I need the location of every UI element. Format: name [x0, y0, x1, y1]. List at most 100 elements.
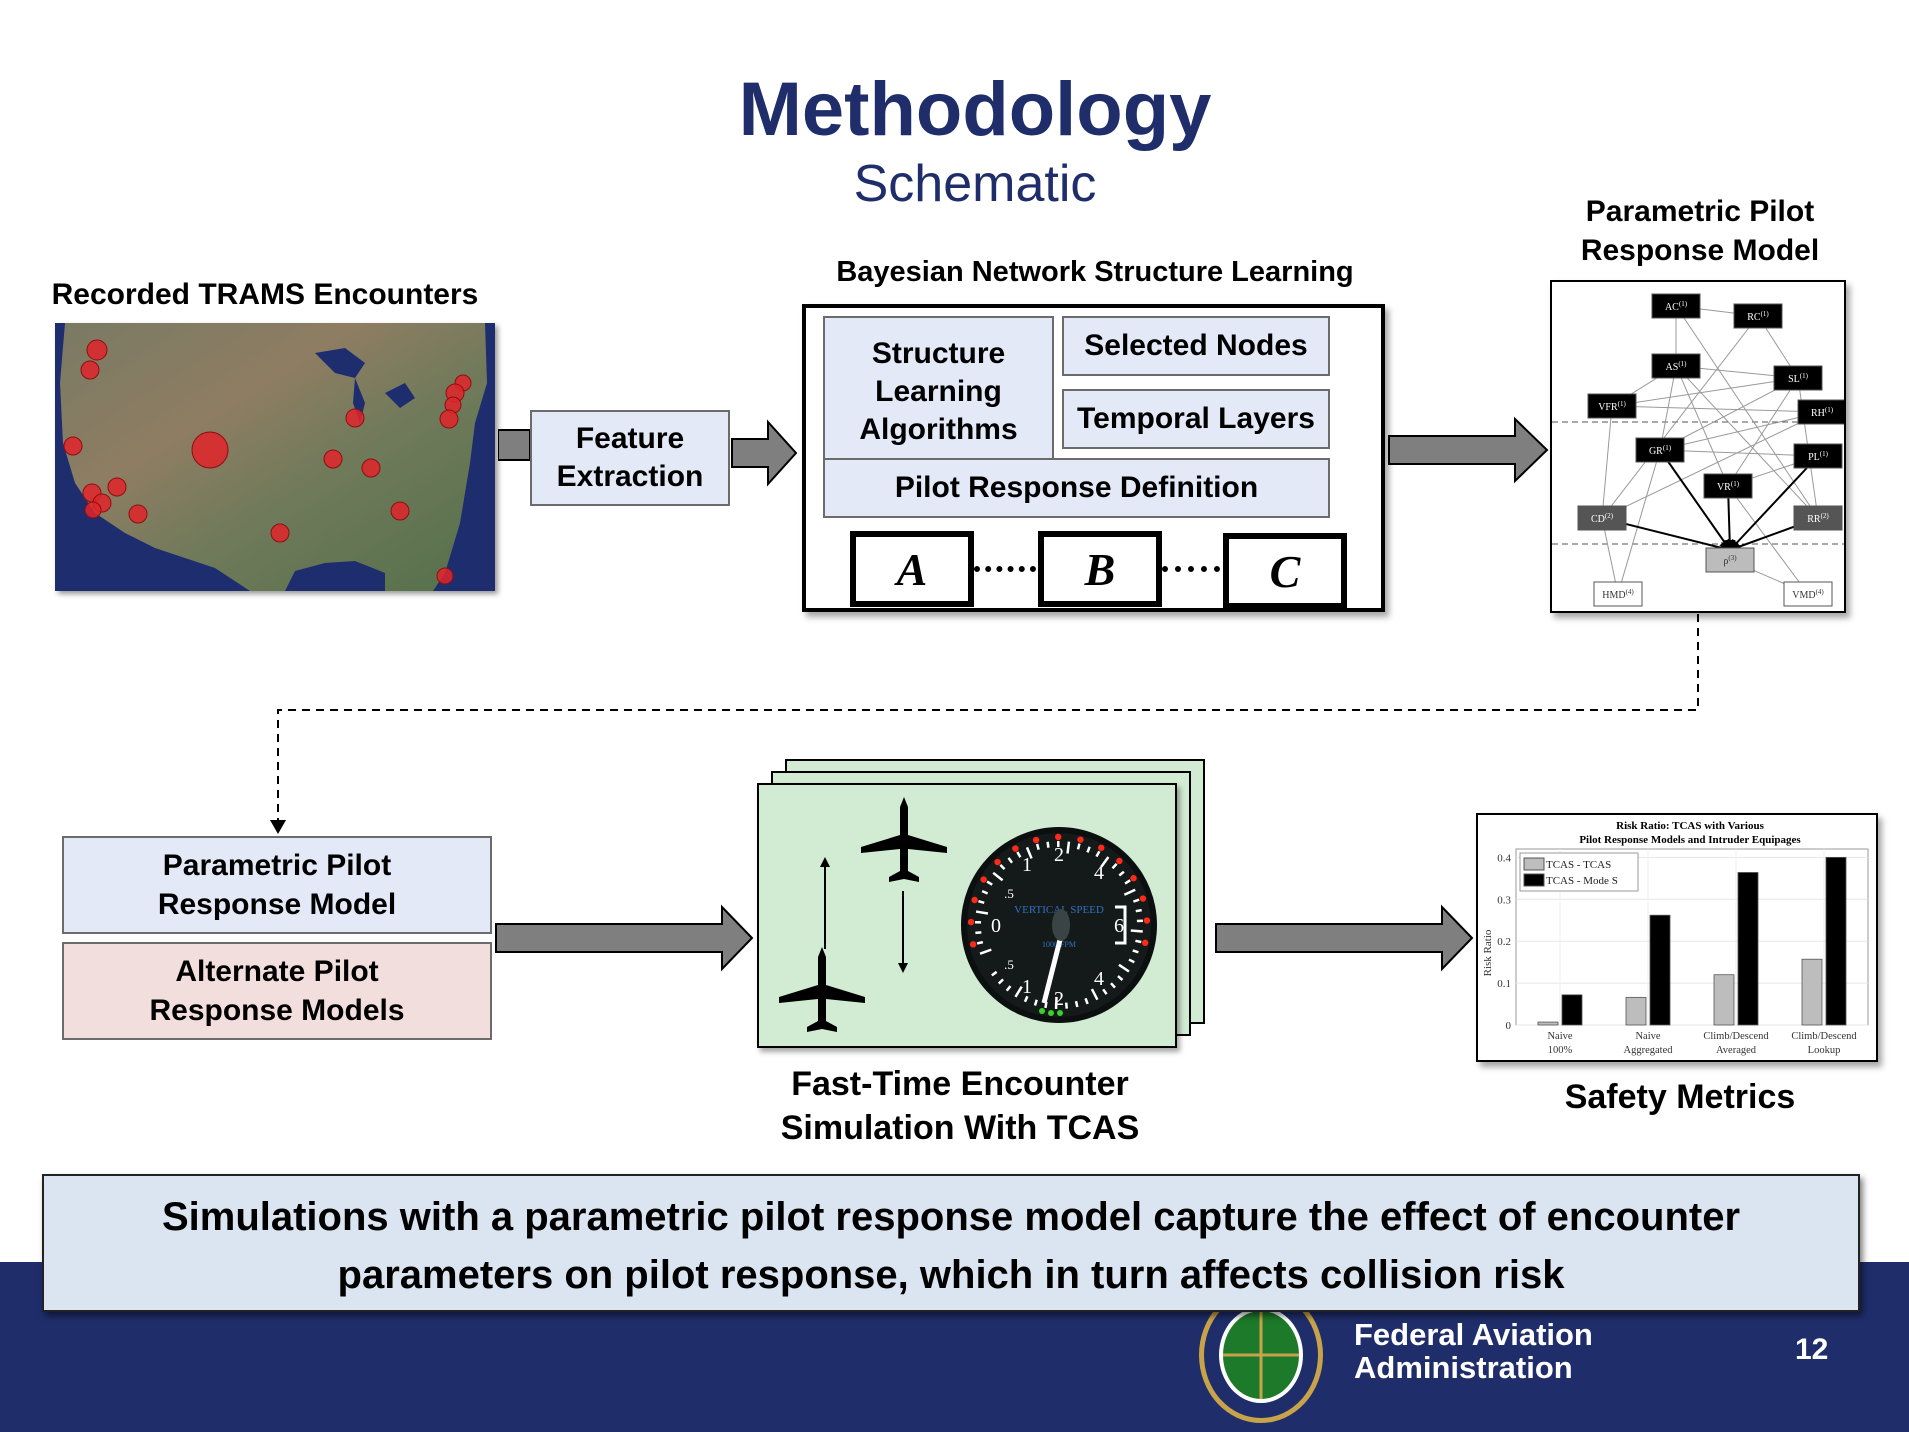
x-tick-label: Naive — [1635, 1031, 1660, 1042]
structure-learning-box: Structure Learning Algorithms — [823, 316, 1054, 468]
gauge-tick — [976, 940, 984, 945]
gauge-red-dot — [1012, 845, 1019, 852]
chart-ylabel: Risk Ratio — [1482, 929, 1494, 976]
gauge-tick — [1084, 997, 1089, 1005]
gauge-tick — [1123, 888, 1136, 896]
gauge-red-dot — [1130, 875, 1137, 882]
network-edge-strong — [1728, 455, 1819, 552]
airplane-icon-climbing — [779, 947, 865, 1032]
legend-label: TCAS - TCAS — [1546, 859, 1611, 871]
bar-tcas-tcas — [1537, 1021, 1559, 1026]
slide-subtitle: Schematic — [853, 155, 1097, 213]
airplane-icon-descending — [861, 797, 947, 882]
gauge-tick — [1025, 846, 1033, 859]
network-node: GR(1) — [1635, 437, 1685, 463]
gauge-tick — [1076, 843, 1081, 850]
gauge-tick — [1100, 856, 1110, 868]
gauge-tick — [1016, 851, 1022, 858]
map-caption: Recorded TRAMS Encounters — [51, 278, 479, 311]
gauge-tick — [1046, 841, 1050, 848]
gauge-tick-down-4: 4 — [1094, 968, 1104, 990]
vertical-speed-gauge: VERTICAL SPEED 1000 FPM 0 .5 1 2 4 6 .5 … — [961, 827, 1157, 1023]
sim-caption-line1: Fast-Time Encounter — [791, 1065, 1129, 1103]
gauge-tick — [986, 880, 993, 886]
gauge-tick — [1095, 850, 1101, 858]
banner-line2: parameters on pilot response, which in t… — [337, 1253, 1565, 1297]
network-edge — [1616, 449, 1661, 595]
x-tick-label: Climb/Descend — [1703, 1031, 1769, 1042]
dotted-link-bc — [1162, 566, 1220, 572]
bayes-frame: Structure Learning Algorithms Selected N… — [802, 304, 1385, 612]
x-tick-label: Naive — [1547, 1031, 1572, 1042]
gauge-tick-up-4: 4 — [1094, 862, 1104, 884]
us-map-image — [55, 323, 495, 591]
gauge-tick — [1007, 857, 1014, 864]
arrow-bayes-to-model — [1388, 416, 1549, 484]
legend-label: TCAS - Mode S — [1546, 875, 1618, 887]
dotted-link-ab — [974, 566, 1036, 572]
gauge-red-dot — [1098, 844, 1105, 852]
faa-name-line2: Administration — [1354, 1350, 1573, 1385]
x-tick-label: Climb/Descend — [1791, 1031, 1857, 1042]
network-node: RC(1) — [1733, 303, 1783, 329]
network-node: CD(2) — [1577, 505, 1627, 531]
gauge-red-dot — [967, 918, 975, 926]
gauge-tick — [1035, 843, 1040, 851]
node-a: A — [850, 531, 974, 607]
feature-extraction-box: Feature Extraction — [530, 410, 730, 506]
y-tick-label: 0 — [1506, 1020, 1512, 1032]
gauge-tick — [1133, 898, 1140, 903]
network-edge — [1611, 377, 1799, 409]
sim-caption-line2: Simulation With TCAS — [780, 1109, 1140, 1147]
gauge-tick-0: 0 — [991, 915, 1001, 937]
gauge-tick — [1128, 958, 1135, 964]
network-node: RH(1) — [1797, 399, 1847, 425]
bar-tcas-tcas — [1625, 996, 1647, 1026]
network-edge — [1727, 377, 1799, 487]
gauge-tick-up-05: .5 — [1004, 886, 1014, 901]
legend-swatch — [1523, 857, 1545, 871]
summary-banner: Simulations with a parametric pilot resp… — [42, 1174, 1860, 1312]
gauge-tick — [975, 931, 982, 935]
gauge-tick-up-1: 1 — [1022, 854, 1032, 876]
node-c: C — [1223, 533, 1347, 609]
gauge-red-dot — [971, 896, 978, 904]
network-edge — [1599, 405, 1613, 519]
arrow-feature-to-bayes — [731, 419, 798, 487]
gauge-tick — [1118, 870, 1125, 877]
gauge-tick — [1033, 999, 1038, 1006]
y-tick-label: 0.1 — [1497, 978, 1511, 990]
network-edge — [1675, 365, 1819, 519]
gauge-tick — [992, 871, 1004, 882]
gauge-tick — [1124, 879, 1131, 885]
gauge-tick — [1005, 985, 1012, 992]
gauge-tick — [1102, 988, 1108, 995]
x-tick-label: 100% — [1548, 1045, 1573, 1056]
network-node: VMD(4) — [1783, 581, 1833, 607]
bar-tcas-tcas — [1713, 974, 1735, 1026]
gauge-tick — [1135, 939, 1142, 944]
sim-card-front: VERTICAL SPEED 1000 FPM 0 .5 1 2 4 6 .5 … — [757, 783, 1177, 1048]
structure-line3: Algorithms — [859, 413, 1018, 446]
alternate-line2: Response Models — [149, 994, 405, 1027]
gauge-needle — [1041, 931, 1065, 1004]
gauge-red-dot — [1032, 836, 1040, 844]
network-edge-strong — [1659, 449, 1732, 552]
gauge-tick — [1118, 963, 1130, 973]
network-node: AS(1) — [1651, 353, 1701, 379]
network-node: AC(1) — [1651, 293, 1701, 319]
gauge-tick — [1090, 988, 1099, 1001]
network-node: VR(1) — [1703, 473, 1753, 499]
arrow-models-to-sim — [495, 904, 754, 972]
gauge-red-dot — [969, 941, 977, 948]
gauge-red-dot — [994, 858, 1001, 866]
node-b: B — [1038, 531, 1162, 607]
faa-seal-icon — [1199, 1305, 1323, 1423]
network-node: RR(2) — [1793, 505, 1843, 531]
faa-name: Federal Aviation Administration — [1354, 1318, 1593, 1384]
gauge-tick — [1132, 949, 1139, 954]
feature-extraction-line2: Extraction — [556, 460, 704, 493]
network-edge — [1659, 411, 1823, 452]
gauge-tick — [1117, 975, 1124, 981]
selected-nodes-box: Selected Nodes — [1062, 316, 1330, 376]
